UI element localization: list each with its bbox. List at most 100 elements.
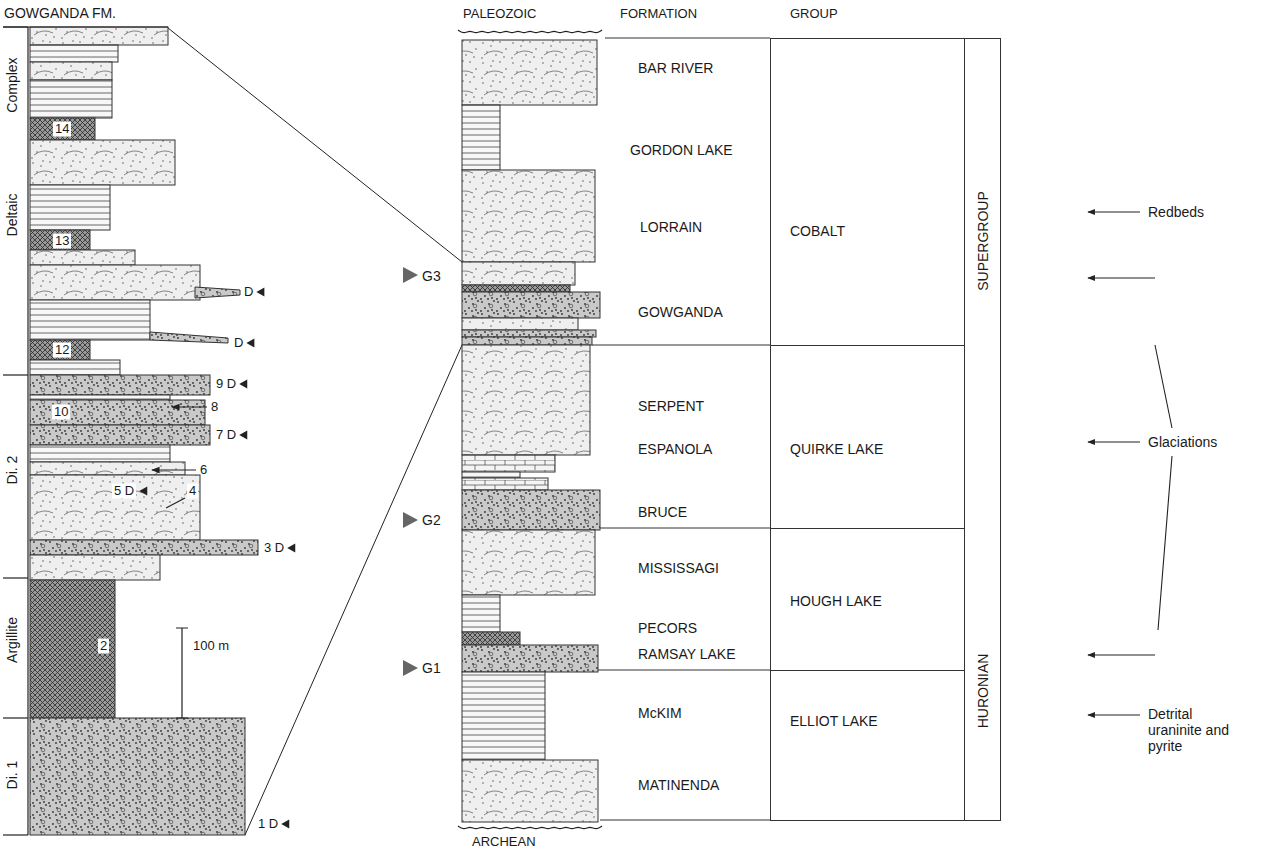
rock-bed bbox=[462, 632, 520, 645]
bed-number: 2 bbox=[98, 639, 109, 654]
rock-bed bbox=[462, 318, 578, 330]
rock-bed bbox=[462, 455, 555, 472]
formation-name: LORRAIN bbox=[640, 219, 702, 235]
rock-bed bbox=[30, 45, 118, 62]
leader-arrow bbox=[152, 469, 196, 470]
bed-number: 13 bbox=[53, 234, 71, 249]
rock-bed bbox=[462, 330, 596, 337]
column-title: GOWGANDA FM. bbox=[4, 5, 116, 21]
formation-name: GORDON LAKE bbox=[630, 142, 733, 158]
basement-label: ARCHEAN bbox=[472, 835, 536, 850]
rock-bed bbox=[462, 105, 500, 170]
rock-bed bbox=[30, 340, 90, 360]
rock-bed bbox=[30, 718, 245, 835]
glaciation-label: G1 bbox=[422, 660, 441, 676]
formation-name: ESPANOLA bbox=[638, 441, 712, 457]
section-bracket bbox=[27, 27, 28, 835]
diamictite-marker: 7 D bbox=[216, 428, 236, 443]
table-rule bbox=[605, 38, 770, 39]
supergroup-cell: SUPERGROUPHURONIAN bbox=[964, 38, 1001, 821]
group-name: COBALT bbox=[790, 223, 845, 239]
rock-bed bbox=[462, 472, 520, 478]
group-cell: ELLIOT LAKE bbox=[770, 670, 965, 821]
rock-bed bbox=[30, 62, 112, 80]
leader-line bbox=[166, 498, 185, 508]
supergroup-name: HURONIAN bbox=[974, 654, 990, 729]
rock-bed bbox=[462, 478, 548, 490]
group-cell: COBALT bbox=[770, 38, 965, 346]
glaciation-marker bbox=[403, 267, 418, 283]
formation-name: BRUCE bbox=[638, 504, 687, 520]
group-cell: HOUGH LAKE bbox=[770, 528, 965, 671]
pointer-arrow bbox=[1088, 654, 1155, 655]
diamictite-marker: 3 D bbox=[264, 541, 284, 556]
rock-bed bbox=[462, 345, 590, 455]
rock-bed bbox=[30, 462, 185, 475]
scale-bar bbox=[176, 628, 188, 718]
marker-triangle bbox=[139, 487, 147, 496]
marker-triangle bbox=[239, 380, 247, 389]
diamictite-marker: 9 D bbox=[216, 377, 236, 392]
column-header: GROUP bbox=[790, 7, 838, 22]
column-header: FORMATION bbox=[620, 7, 697, 22]
gowganda-column bbox=[30, 27, 258, 835]
scale-label: 100 m bbox=[193, 639, 229, 654]
diamictite-marker: D bbox=[234, 336, 243, 351]
rock-bed bbox=[30, 250, 135, 265]
section-tick bbox=[3, 577, 28, 578]
annotation: Glaciations bbox=[1148, 434, 1217, 450]
annotation: Detrital uraninite and pyrite bbox=[1148, 706, 1232, 754]
group-name: HOUGH LAKE bbox=[790, 593, 882, 609]
pointer-arrow bbox=[1088, 211, 1140, 212]
rock-bed bbox=[30, 425, 210, 445]
marker-triangle bbox=[239, 431, 247, 440]
rock-bed bbox=[462, 40, 597, 105]
formation-name: MISSISSAGI bbox=[638, 560, 719, 576]
section-label: Deltaic bbox=[4, 194, 20, 237]
unconformity-line bbox=[458, 826, 602, 829]
rock-bed bbox=[30, 185, 110, 230]
rock-bed bbox=[30, 360, 120, 375]
group-cell: QUIRKE LAKE bbox=[770, 345, 965, 529]
section-tick bbox=[3, 26, 28, 27]
diamictite-marker: 1 D bbox=[258, 817, 278, 832]
bed-number: 4 bbox=[187, 484, 198, 499]
rock-bed bbox=[30, 118, 95, 140]
glaciation-label: G3 bbox=[422, 268, 441, 284]
rock-bed bbox=[462, 760, 598, 822]
formation-name: SERPENT bbox=[638, 398, 704, 414]
pointer-arrow bbox=[1088, 441, 1140, 442]
diamictite-marker: D bbox=[244, 285, 253, 300]
section-label: Argillite bbox=[4, 617, 20, 663]
rock-bed bbox=[462, 170, 595, 262]
group-name: ELLIOT LAKE bbox=[790, 713, 878, 729]
bracket-line bbox=[1155, 345, 1172, 630]
rock-bed bbox=[30, 540, 258, 555]
table-rule bbox=[592, 345, 770, 346]
rock-bed bbox=[462, 337, 592, 345]
section-tick bbox=[3, 374, 28, 375]
rock-bed bbox=[30, 27, 168, 45]
section-label: Di. 2 bbox=[4, 456, 20, 485]
bed-number: 6 bbox=[200, 463, 207, 478]
correlation-line bbox=[168, 28, 462, 835]
rock-bed bbox=[30, 140, 175, 185]
formation-name: McKIM bbox=[638, 705, 682, 721]
bed-number: 14 bbox=[53, 122, 71, 137]
marker-triangle bbox=[281, 820, 289, 829]
unconformity-line bbox=[458, 30, 602, 33]
rock-bed bbox=[462, 645, 598, 672]
diamictite-marker: 5 D bbox=[112, 484, 136, 499]
bed-number: 10 bbox=[52, 405, 70, 420]
table-rule bbox=[598, 670, 770, 671]
rock-bed bbox=[30, 395, 170, 400]
rock-bed bbox=[30, 555, 160, 580]
formation-name: GOWGANDA bbox=[638, 304, 723, 320]
formation-name: BAR RIVER bbox=[638, 60, 713, 76]
formation-name: MATINENDA bbox=[638, 777, 719, 793]
glaciation-label: G2 bbox=[422, 512, 441, 528]
bed-number: 12 bbox=[53, 343, 71, 358]
rock-bed bbox=[30, 375, 210, 395]
pointer-arrow bbox=[1088, 277, 1155, 278]
